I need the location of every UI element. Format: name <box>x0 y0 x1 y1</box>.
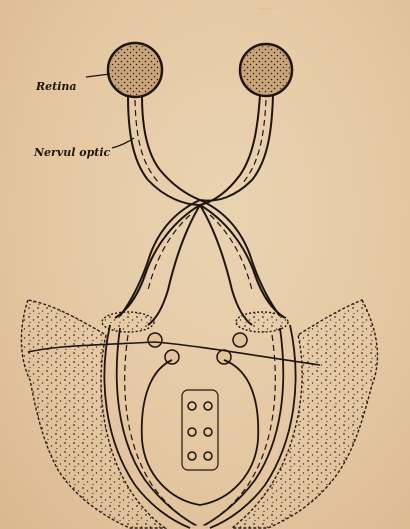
nuclei <box>148 333 247 364</box>
cortex-right <box>232 300 377 528</box>
cortex-left <box>21 300 165 528</box>
central-loop <box>142 360 258 505</box>
optic-tracts <box>115 200 285 325</box>
center-figures <box>188 402 212 460</box>
optic-nerves <box>128 95 273 205</box>
retina-label: Retina <box>36 80 77 93</box>
nervul-optic-label: Nervul optic <box>34 146 110 159</box>
nerve-leader <box>112 138 134 148</box>
retina-leader <box>86 74 110 77</box>
